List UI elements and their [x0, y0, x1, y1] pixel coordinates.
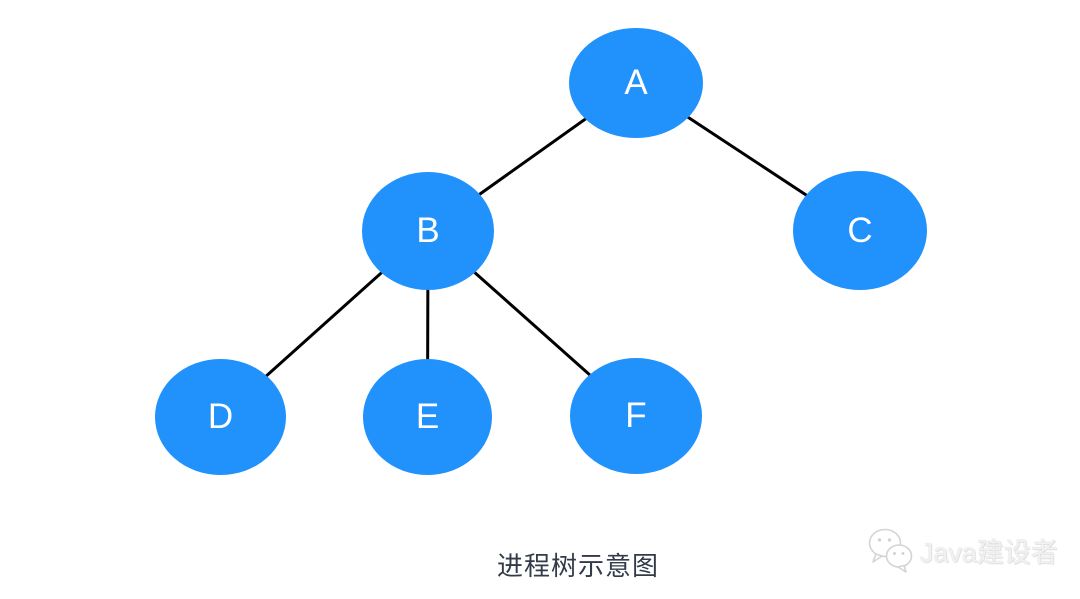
- node-label: A: [624, 63, 648, 102]
- node-label: F: [625, 396, 647, 435]
- tree-node-d: D: [155, 359, 286, 475]
- node-label: D: [207, 397, 234, 436]
- node-label: B: [416, 211, 440, 250]
- diagram-caption: 进程树示意图: [497, 551, 660, 581]
- tree-node-e: E: [363, 359, 492, 475]
- tree-node-f: F: [570, 358, 702, 474]
- watermark: Java建设者: [866, 527, 1058, 573]
- node-label: E: [415, 397, 440, 436]
- wechat-icon: [866, 527, 914, 573]
- watermark-text: Java建设者: [919, 537, 1058, 568]
- tree-node-b: B: [362, 172, 494, 290]
- tree-node-c: C: [793, 171, 927, 290]
- node-label: C: [847, 210, 873, 250]
- tree-node-a: A: [569, 28, 703, 138]
